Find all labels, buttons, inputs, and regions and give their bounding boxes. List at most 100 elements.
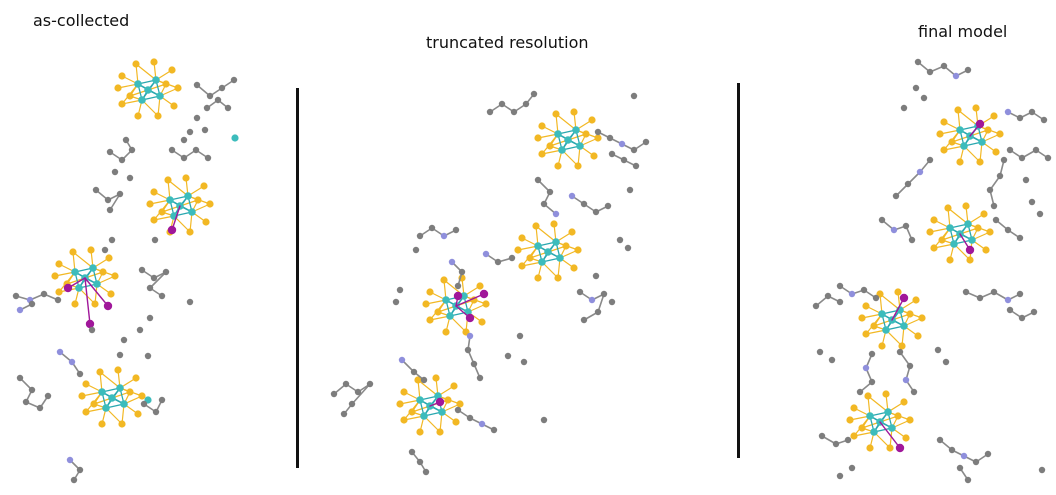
metal-atom — [166, 196, 174, 204]
alkyl-chain — [836, 282, 880, 302]
bond — [149, 271, 167, 289]
sulfur-atom — [91, 300, 99, 308]
metal-atom — [460, 292, 468, 300]
bond — [99, 371, 121, 389]
carbon-atom — [848, 464, 856, 472]
alkyl-chain — [594, 128, 650, 154]
sulfur-atom — [980, 210, 988, 218]
carbon-atom — [992, 216, 1000, 224]
carbon-atom — [926, 156, 934, 164]
sulfur-atom — [456, 400, 464, 408]
sulfur-atom — [862, 330, 870, 338]
metal-atom — [420, 412, 428, 420]
nitrogen-atom — [952, 72, 960, 80]
carbon-atom — [88, 326, 96, 334]
metal-atom — [554, 130, 562, 138]
sulfur-atom — [134, 410, 142, 418]
heavy-atom — [435, 397, 445, 407]
carbon-atom — [580, 316, 588, 324]
carbon-atom — [1016, 234, 1024, 242]
carbon-atom — [1016, 290, 1024, 298]
sulfur-atom — [568, 228, 576, 236]
sulfur-atom — [99, 268, 107, 276]
carbon-atom — [168, 146, 176, 154]
sulfur-atom — [882, 390, 890, 398]
bond — [84, 277, 91, 325]
carbon-atom — [836, 298, 844, 306]
carbon-atom — [608, 150, 616, 158]
metal-sulfur-cluster — [78, 366, 146, 428]
carbon-atom — [990, 288, 998, 296]
carbon-atom — [1030, 308, 1038, 316]
sulfur-atom — [552, 110, 560, 118]
alkyl-chain — [66, 456, 84, 484]
bond — [171, 205, 181, 231]
carbon-atom — [976, 294, 984, 302]
carbon-atom — [818, 432, 826, 440]
panel-title-final-model: final model — [918, 22, 1008, 41]
sulfur-atom — [452, 418, 460, 426]
alkyl-chain — [482, 250, 516, 266]
metal-sulfur-cluster — [114, 58, 182, 120]
carbon-atom — [540, 200, 548, 208]
panel-title-truncated-resolution: truncated resolution — [426, 33, 589, 52]
carbon-atom — [108, 236, 116, 244]
sulfur-atom — [126, 92, 134, 100]
bond — [351, 383, 371, 405]
carbon-atom — [984, 450, 992, 458]
carbon-atom — [580, 200, 588, 208]
carbon-atom — [1004, 226, 1012, 234]
nitrogen-atom — [960, 452, 968, 460]
sulfur-atom — [114, 366, 122, 374]
alkyl-chain — [408, 448, 430, 476]
structure-as-collected — [12, 58, 239, 484]
carbon-atom — [616, 236, 624, 244]
nitrogen-atom — [66, 456, 74, 464]
bond — [535, 225, 557, 243]
carbon-atom — [1018, 154, 1026, 162]
alkyl-chain — [608, 150, 640, 170]
sulfur-atom — [138, 392, 146, 400]
sulfur-atom — [118, 100, 126, 108]
sulfur-atom — [982, 246, 990, 254]
alkyl-chain — [398, 356, 428, 384]
alkyl-chain — [576, 288, 608, 324]
carbon-atom — [146, 284, 154, 292]
sulfur-atom — [850, 404, 858, 412]
carbon-atom — [70, 476, 78, 484]
structure-final-model — [812, 58, 1052, 484]
carbon-atom — [122, 136, 130, 144]
carbon-atom — [146, 314, 154, 322]
carbon-atom — [392, 298, 400, 306]
sulfur-atom — [118, 420, 126, 428]
carbon-atom — [126, 174, 134, 182]
metal-atom — [556, 254, 564, 262]
metal-atom — [93, 280, 101, 288]
nitrogen-atom — [56, 348, 64, 356]
carbon-atom — [92, 186, 100, 194]
sulfur-atom — [984, 126, 992, 134]
carbon-atom — [632, 162, 640, 170]
sulfur-atom — [574, 246, 582, 254]
sulfur-atom — [132, 374, 140, 382]
sulfur-atom — [930, 216, 938, 224]
carbon-atom — [128, 146, 136, 154]
sulfur-atom — [164, 176, 172, 184]
sulfur-atom — [894, 288, 902, 296]
alkyl-chain — [856, 350, 876, 396]
carbon-atom — [900, 104, 908, 112]
sulfur-atom — [918, 314, 926, 322]
sulfur-atom — [432, 374, 440, 382]
sulfur-atom — [98, 420, 106, 428]
carbon-atom — [530, 90, 538, 98]
sulfur-atom — [518, 262, 526, 270]
sulfur-atom — [154, 112, 162, 120]
alkyl-chain — [956, 464, 972, 484]
sulfur-atom — [954, 106, 962, 114]
metal-sulfur-cluster — [858, 288, 926, 350]
carbon-atom — [904, 180, 912, 188]
sulfur-atom — [546, 142, 554, 150]
bond — [947, 207, 969, 225]
carbon-atom — [410, 368, 418, 376]
metal-atom — [564, 136, 572, 144]
